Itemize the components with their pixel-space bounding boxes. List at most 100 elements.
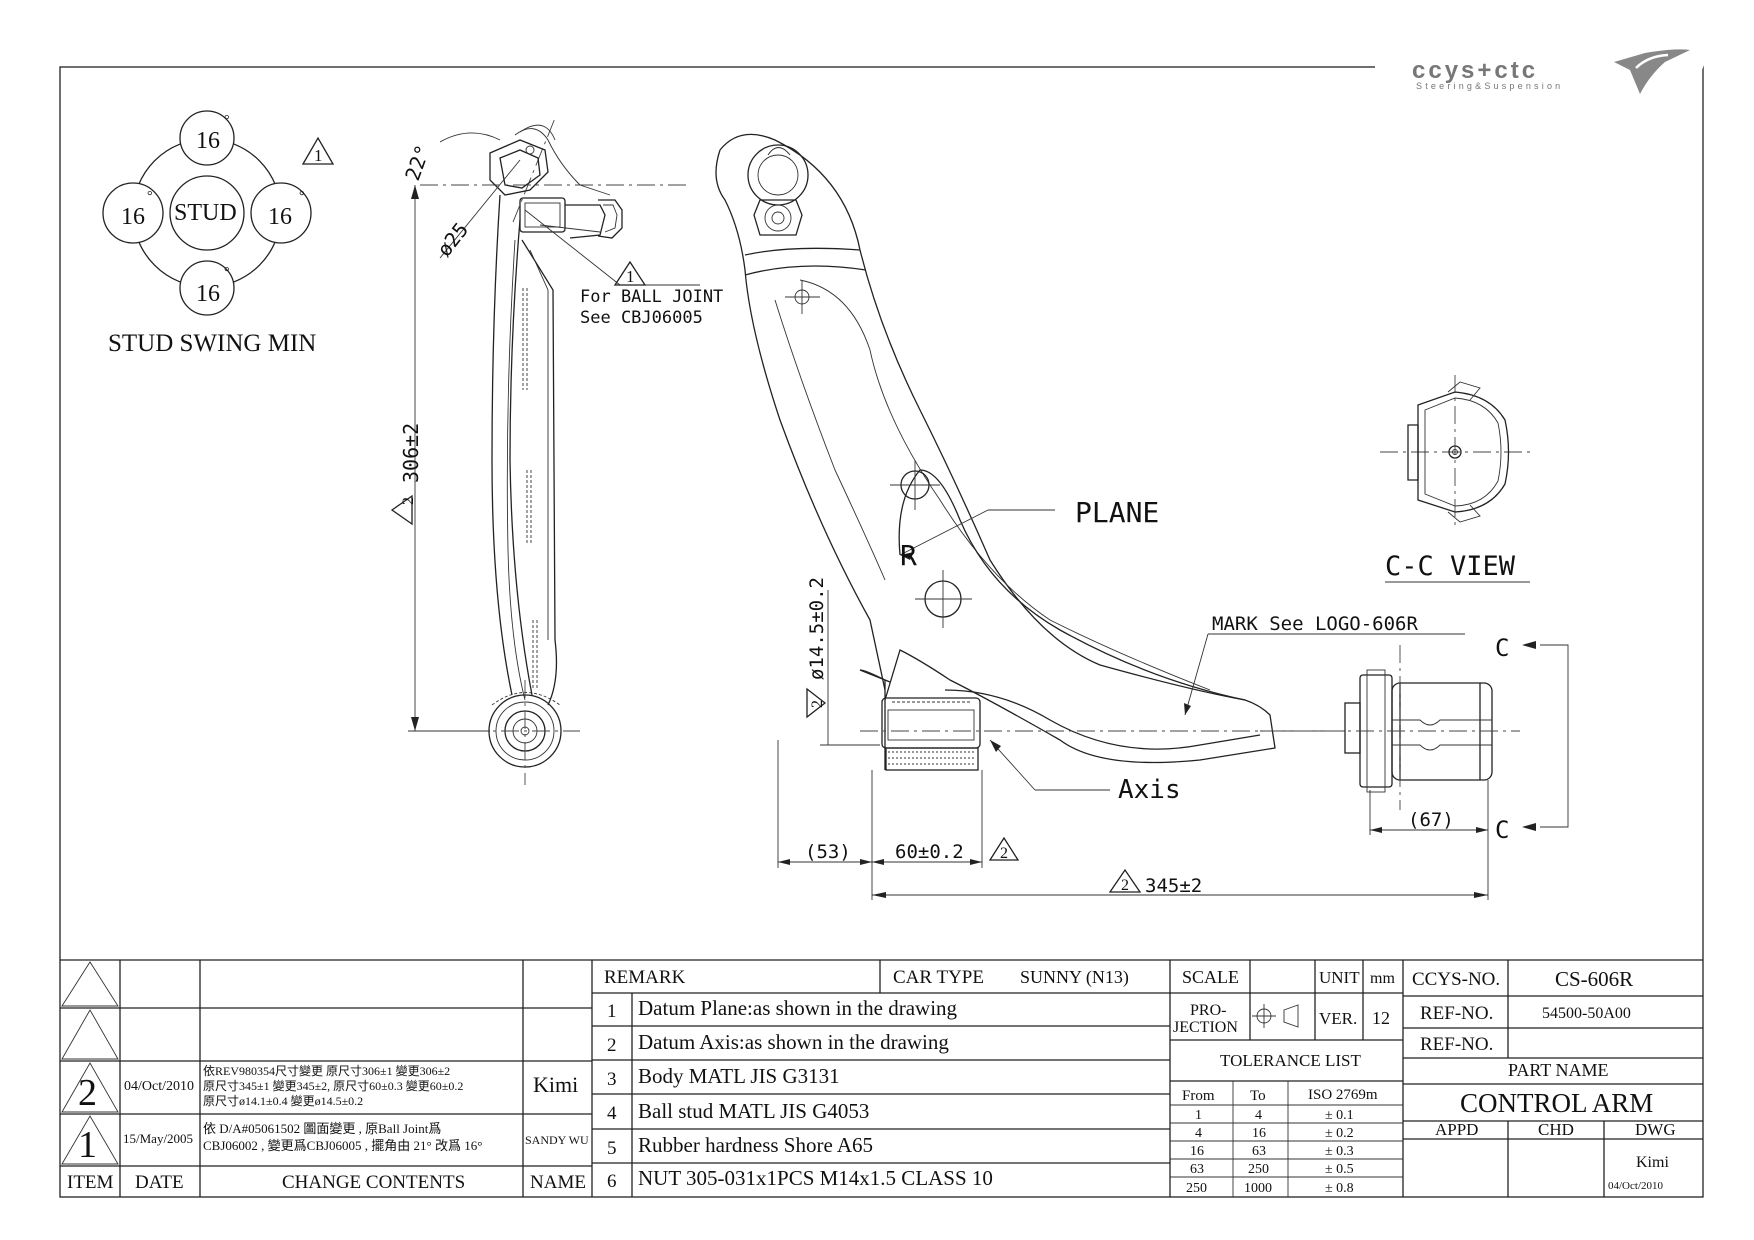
rev-change-line: 依 D/A#05061502 圖面變更 , 原Ball Joint爲 [203, 1121, 441, 1136]
part-name-value: CONTROL ARM [1460, 1088, 1653, 1118]
remark-no: 2 [607, 1035, 617, 1056]
logo-brand: ccys+ctc [1412, 57, 1538, 84]
ball-joint-note: For BALL JOINT [580, 287, 723, 307]
company-logo: ccys+ctc Steering&Suspension [1412, 49, 1690, 94]
drawing-border [59, 66, 1704, 1198]
tol-from: 4 [1195, 1126, 1202, 1141]
unit-value: mm [1370, 970, 1395, 987]
mark-note: MARK See LOGO-606R [1212, 613, 1418, 635]
remark-text: Ball stud MATL JIS G4053 [638, 1099, 869, 1123]
tol-from: 250 [1186, 1181, 1207, 1196]
rev-mark: 1 [314, 146, 323, 165]
header-date: DATE [135, 1172, 184, 1193]
section-c-bottom: C [1495, 816, 1509, 844]
dim-345: 345±2 [1145, 875, 1202, 897]
projection-symbol-icon [1252, 1004, 1299, 1028]
drawn-by: Kimi [1636, 1154, 1669, 1171]
axis-label: Axis [1118, 775, 1181, 805]
stud-circle-bottom [179, 260, 235, 316]
tol-value: ± 0.1 [1325, 1108, 1354, 1123]
remark-no: 4 [607, 1103, 617, 1124]
cc-view-label: C-C VIEW [1385, 551, 1516, 582]
appd-label: APPD [1435, 1120, 1478, 1139]
rev-number: 2 [78, 1072, 97, 1114]
rev-change-line: 原尺寸ø14.1±0.4 變更ø14.5±0.2 [203, 1093, 363, 1108]
header-name: NAME [530, 1172, 586, 1193]
revision-row-1: 1 15/May/2005 依 D/A#05061502 圖面變更 , 原Bal… [78, 1121, 589, 1166]
scale-tolerance-block: SCALE UNIT mm PRO- JECTION VER. 12 TOLER… [1170, 960, 1404, 1197]
rev-mark: 2 [1121, 877, 1129, 894]
unit-label: UNIT [1319, 968, 1360, 987]
rev-mark: 2 [809, 700, 826, 708]
rev-mark: 2 [1000, 845, 1008, 862]
dim-53: (53) [805, 841, 851, 863]
tol-to: 250 [1248, 1162, 1269, 1177]
ref-no-label: REF-NO. [1420, 1034, 1493, 1055]
remarks-header: REMARK [604, 967, 686, 988]
dia-14-5: ø14.5±0.2 [806, 577, 828, 680]
chd-label: CHD [1538, 1120, 1574, 1139]
car-type-value: SUNNY (N13) [1020, 967, 1129, 988]
car-type-label: CAR TYPE [893, 967, 984, 988]
remark-text: Datum Plane:as shown in the drawing [638, 996, 958, 1020]
tol-to: 1000 [1244, 1181, 1272, 1196]
deg: ° [147, 189, 153, 204]
c-c-view: C-C VIEW [1380, 375, 1530, 583]
remark-no: 5 [607, 1138, 617, 1159]
part-name-label: PART NAME [1508, 1060, 1608, 1080]
r-label: R [900, 539, 917, 572]
deg: ° [224, 113, 230, 128]
angle-22: 22° [400, 142, 435, 184]
ball-joint-ref: See CBJ06005 [580, 308, 703, 328]
plan-view: C C PLANE R Axis MARK See LOGO-606R ø14.… [715, 133, 1569, 900]
header-item: ITEM [67, 1172, 114, 1193]
remark-text: Body MATL JIS G3131 [638, 1064, 840, 1088]
ccys-no-value: CS-606R [1555, 967, 1633, 991]
swing-left-value: 16 [121, 204, 145, 230]
ver-label: VER. [1319, 1009, 1357, 1028]
dwg-label: DWG [1635, 1120, 1676, 1139]
rev-mark: 1 [626, 267, 635, 286]
tol-to: 63 [1252, 1144, 1266, 1159]
header-change-contents: CHANGE CONTENTS [282, 1172, 465, 1193]
revision-row-2: 2 04/Oct/2010 依REV980354尺寸變更 原尺寸306±1 變更… [78, 1063, 578, 1114]
remark-text: Datum Axis:as shown in the drawing [638, 1030, 949, 1054]
ref-no-label: REF-NO. [1420, 1003, 1493, 1024]
tol-value: ± 0.5 [1325, 1162, 1354, 1177]
tol-std-header: ISO 2769m [1308, 1087, 1378, 1103]
rev-date: 15/May/2005 [123, 1131, 193, 1146]
stud-swing-diagram: 16 ° 16 ° STUD 16 ° 16 ° STUD SWING MIN … [102, 110, 335, 357]
tol-to-header: To [1250, 1088, 1266, 1104]
tol-value: ± 0.2 [1325, 1126, 1354, 1141]
title-block [60, 959, 1703, 1197]
drawn-date: 04/Oct/2010 [1608, 1180, 1663, 1192]
rev-change-line: CBJ06002 , 變更爲CBJ06005 , 擺角由 21° 改爲 16° [203, 1138, 482, 1153]
scale-label: SCALE [1182, 967, 1239, 987]
part-identification-block: CCYS-NO. CS-606R REF-NO. 54500-50A00 REF… [1403, 960, 1703, 1197]
deg: ° [224, 265, 230, 280]
dim-67: (67) [1408, 809, 1454, 831]
stud-circle-right [250, 182, 312, 244]
revision-triangle-icon [301, 136, 335, 165]
remark-no: 3 [607, 1069, 617, 1090]
remark-no: 1 [607, 1001, 617, 1022]
projection-label: JECTION [1173, 1019, 1238, 1036]
remark-text: Rubber hardness Shore A65 [638, 1133, 873, 1157]
rev-name: SANDY WU [525, 1133, 589, 1147]
ccys-no-label: CCYS-NO. [1412, 969, 1500, 990]
dim-306: 306±2 [399, 423, 423, 483]
rev-date: 04/Oct/2010 [124, 1079, 194, 1094]
deg: ° [299, 189, 305, 204]
stud-label: STUD [174, 200, 237, 226]
stud-swing-caption: STUD SWING MIN [108, 330, 316, 357]
remarks-table: REMARK CAR TYPE SUNNY (N13) 1 Datum Plan… [592, 960, 1171, 1197]
projection-label: PRO- [1190, 1002, 1226, 1019]
ref-no-value: 54500-50A00 [1542, 1005, 1631, 1022]
ver-value: 12 [1372, 1008, 1390, 1028]
tol-to: 16 [1252, 1126, 1266, 1141]
rev-mark: 2 [400, 497, 417, 505]
tol-from-header: From [1182, 1088, 1215, 1104]
tol-from: 16 [1190, 1144, 1204, 1159]
remark-no: 6 [607, 1171, 617, 1192]
rev-name: Kimi [533, 1072, 578, 1097]
